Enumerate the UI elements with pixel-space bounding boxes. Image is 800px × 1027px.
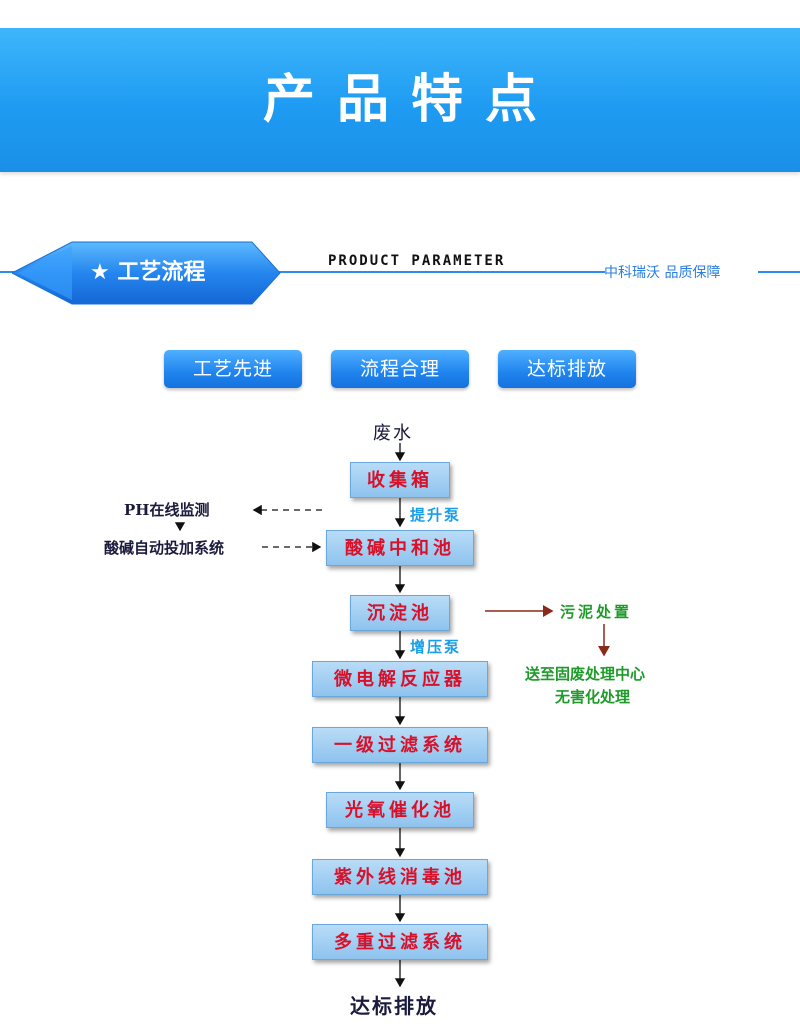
section-divider-right [758, 271, 800, 273]
header-banner: 产品特点 [0, 28, 800, 172]
flow-step-primary-filtration: 一级过滤系统 [312, 727, 488, 763]
flow-pump-booster: 增压泵 [410, 638, 462, 656]
section-tagline: 中科瑞沃 品质保障 [604, 265, 721, 281]
flow-dosing-system: 酸碱自动投加系统 [104, 539, 225, 557]
flow-step-collection-box: 收集箱 [350, 462, 450, 498]
section-subtitle: PRODUCT PARAMETER [328, 253, 506, 269]
flow-pump-lift: 提升泵 [410, 506, 462, 524]
section-divider-mid [275, 271, 605, 273]
section-banner-shape [12, 241, 281, 305]
feature-pill-discharge: 达标排放 [498, 350, 636, 388]
flow-step-photo-oxidation: 光氧催化池 [326, 792, 474, 828]
flow-step-neutralization-tank: 酸碱中和池 [326, 530, 474, 566]
flow-sludge-destination-line2: 无害化处理 [555, 688, 631, 706]
section-title: ★ 工艺流程 [90, 260, 206, 285]
flow-step-uv-disinfection: 紫外线消毒池 [312, 859, 488, 895]
banner-title: 产品特点 [262, 70, 559, 130]
flow-step-multi-filtration: 多重过滤系统 [312, 924, 488, 960]
flow-step-sedimentation-tank: 沉淀池 [350, 595, 450, 631]
feature-pill-reasonable: 流程合理 [331, 350, 469, 388]
flow-sludge-disposal: 污泥处置 [560, 603, 633, 621]
flow-ph-monitor: PH在线监测 [124, 501, 210, 519]
flow-output: 达标排放 [350, 994, 438, 1018]
feature-pill-advanced: 工艺先进 [164, 350, 302, 388]
flow-sludge-destination-line1: 送至固废处理中心 [525, 665, 646, 683]
flow-step-micro-electrolysis: 微电解反应器 [312, 661, 488, 697]
flow-input: 废水 [373, 423, 413, 444]
